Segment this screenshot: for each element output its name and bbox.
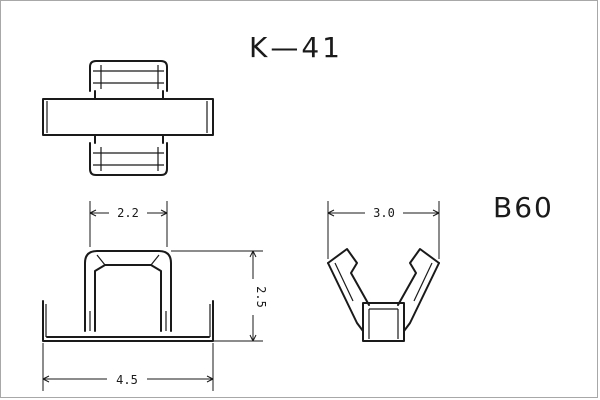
dim-top-width-label: 2.2 (117, 206, 139, 220)
dim-height: 2.5 (171, 250, 268, 342)
side-view (327, 248, 440, 342)
dim-side-width-label: 3.0 (373, 206, 395, 220)
dim-height-label: 2.5 (254, 286, 268, 308)
dim-top-width: 2.2 (89, 201, 168, 247)
part-title: K—41 (249, 31, 343, 64)
dim-side-width: 3.0 (327, 201, 440, 259)
top-view (42, 60, 214, 176)
dim-bottom-width-label: 4.5 (116, 373, 138, 387)
part-code: B60 (493, 191, 554, 224)
front-view (42, 250, 214, 342)
dim-bottom-width: 4.5 (42, 343, 214, 391)
